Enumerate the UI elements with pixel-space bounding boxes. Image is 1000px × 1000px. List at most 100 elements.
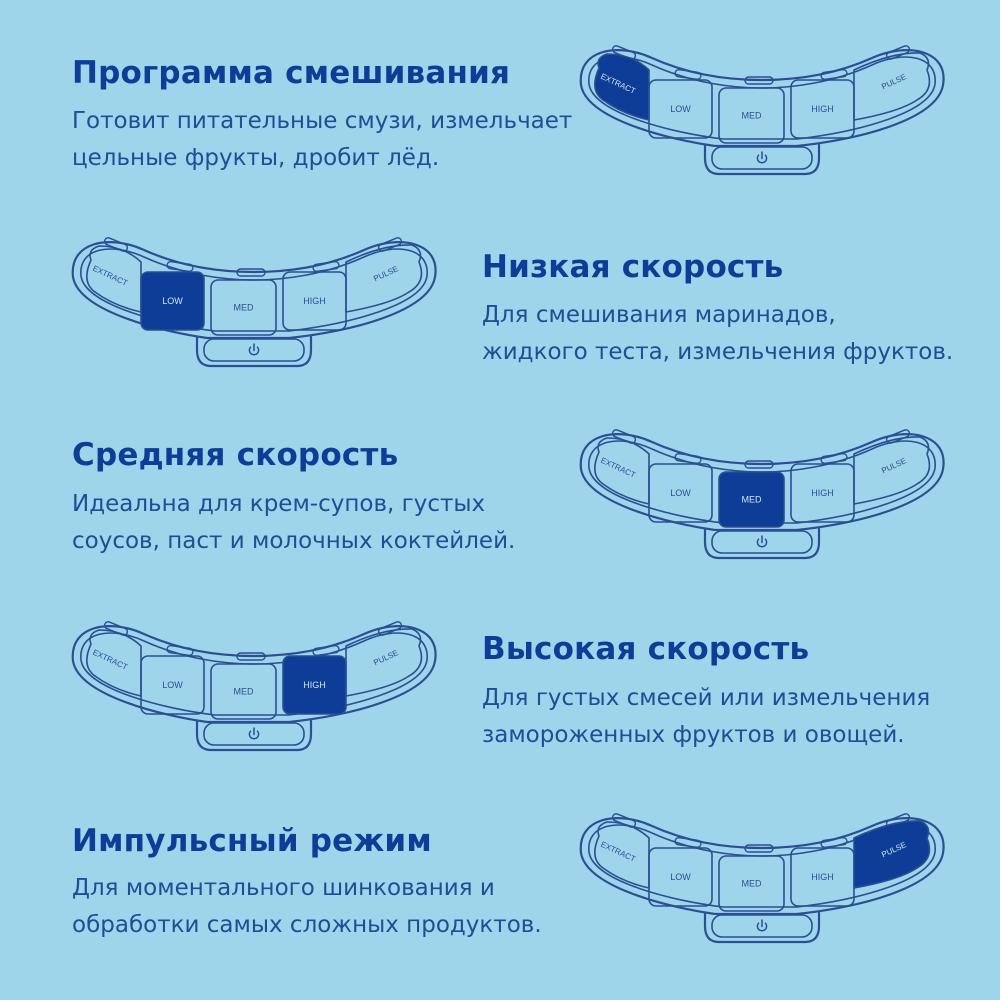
power-bay-outline — [703, 144, 821, 176]
low-button-label: LOW — [162, 296, 183, 306]
pulse-button[interactable]: PULSE — [853, 820, 931, 889]
med-button[interactable]: MED — [210, 663, 277, 720]
extract-button[interactable]: EXTRACT — [86, 629, 142, 697]
extract-button-label: EXTRACT — [599, 456, 637, 480]
power-icon — [756, 535, 768, 548]
extract-button[interactable]: EXTRACT — [86, 245, 142, 313]
power-icon-arc — [756, 538, 768, 548]
power-icon — [756, 919, 768, 932]
power-button[interactable] — [711, 914, 813, 938]
med-button-label: MED — [234, 687, 255, 697]
power-button-frame — [711, 914, 813, 938]
panel-svg: EXTRACT LOW MED HIGH PULSE — [579, 429, 945, 560]
extract-button[interactable]: EXTRACT — [594, 821, 650, 889]
control-panel: EXTRACT LOW MED HIGH PULSE — [577, 40, 947, 182]
low-button-shape — [648, 847, 713, 907]
med-button[interactable]: MED — [718, 87, 785, 144]
low-button[interactable]: LOW — [648, 79, 713, 139]
med-indicator — [744, 460, 774, 469]
description-line: жидкого теста, измельчения фруктов. — [482, 339, 954, 365]
mode-title: Высокая скорость — [482, 631, 810, 667]
description-line: Готовит питательные смузи, измельчает — [72, 108, 573, 134]
power-bay-outline — [195, 336, 313, 368]
low-button[interactable]: LOW — [648, 463, 713, 523]
med-indicator — [744, 844, 774, 853]
high-button[interactable]: HIGH — [790, 847, 855, 907]
pulse-button[interactable]: PULSE — [853, 52, 931, 121]
pulse-button-label: PULSE — [880, 72, 908, 91]
power-bay-outline — [703, 912, 821, 944]
description-line: соусов, паст и молочных коктейлей. — [72, 528, 516, 554]
high-button-label: HIGH — [811, 488, 834, 498]
panel-inner-outline — [588, 440, 936, 524]
power-icon — [756, 151, 768, 164]
extract-button[interactable]: EXTRACT — [594, 53, 650, 121]
mode-title: Низкая скорость — [482, 249, 784, 285]
low-button-label: LOW — [670, 872, 691, 882]
low-button-shape — [140, 271, 205, 331]
low-button-shape — [648, 463, 713, 523]
high-indicator — [820, 836, 848, 849]
power-button[interactable] — [711, 530, 813, 554]
low-button[interactable]: LOW — [140, 655, 205, 715]
power-icon — [248, 727, 260, 740]
pulse-button-shape — [345, 628, 423, 697]
high-indicator — [820, 452, 848, 465]
control-panel: EXTRACT LOW MED HIGH PULSE — [577, 808, 947, 950]
low-button-label: LOW — [162, 680, 183, 690]
low-button-shape — [140, 655, 205, 715]
high-button[interactable]: HIGH — [790, 79, 855, 139]
med-button-label: MED — [742, 111, 763, 121]
high-button[interactable]: HIGH — [790, 463, 855, 523]
high-indicator — [312, 644, 340, 657]
pulse-button[interactable]: PULSE — [345, 244, 423, 313]
med-button-shape — [718, 855, 785, 912]
med-button-label: MED — [742, 495, 763, 505]
power-button[interactable] — [203, 722, 305, 746]
power-icon-arc — [756, 154, 768, 164]
extract-button[interactable]: EXTRACT — [594, 437, 650, 505]
description-line: замороженных фруктов и овощей. — [482, 722, 905, 748]
high-button[interactable]: HIGH — [282, 655, 347, 715]
panel-outline — [71, 625, 437, 724]
power-button[interactable] — [203, 338, 305, 362]
panel-inner-outline — [588, 56, 936, 140]
low-button-label: LOW — [670, 488, 691, 498]
power-icon-arc — [248, 346, 260, 356]
low-button[interactable]: LOW — [140, 271, 205, 331]
low-button[interactable]: LOW — [648, 847, 713, 907]
high-button-label: HIGH — [811, 104, 834, 114]
pulse-button-label: PULSE — [880, 456, 908, 475]
panel-svg: EXTRACT LOW MED HIGH PULSE — [579, 45, 945, 176]
pulse-button[interactable]: PULSE — [853, 436, 931, 505]
control-panel: EXTRACT LOW MED HIGH PULSE — [577, 424, 947, 566]
high-button[interactable]: HIGH — [282, 271, 347, 331]
description-line: Для моментального шинкования и — [72, 875, 495, 901]
description-line: Для густых смесей или измельчения — [482, 685, 931, 711]
low-button-label: LOW — [670, 104, 691, 114]
power-icon — [248, 343, 260, 356]
med-button-shape — [718, 471, 785, 528]
power-button[interactable] — [711, 146, 813, 170]
power-button-frame — [203, 722, 305, 746]
low-indicator — [166, 260, 194, 273]
high-button-label: HIGH — [811, 872, 834, 882]
mode-description: Готовит питательные смузи, измельчает це… — [72, 103, 572, 177]
med-button-shape — [718, 87, 785, 144]
pulse-button-shape — [853, 436, 931, 505]
pulse-button-label: PULSE — [372, 648, 400, 667]
mode-description: Идеальна для крем-супов, густых соусов, … — [72, 486, 515, 560]
med-button[interactable]: MED — [210, 279, 277, 336]
med-button[interactable]: MED — [718, 471, 785, 528]
med-button[interactable]: MED — [718, 855, 785, 912]
control-panel: EXTRACT LOW MED HIGH PULSE — [69, 616, 439, 758]
mode-description: Для моментального шинкования и обработки… — [72, 870, 542, 944]
high-indicator — [312, 260, 340, 273]
mode-description: Для смешивания маринадов, жидкого теста,… — [482, 297, 953, 371]
power-bay-outline — [195, 720, 313, 752]
pulse-button[interactable]: PULSE — [345, 628, 423, 697]
med-button-shape — [210, 663, 277, 720]
mode-title: Средняя скорость — [72, 437, 399, 473]
pulse-button-shape — [345, 244, 423, 313]
